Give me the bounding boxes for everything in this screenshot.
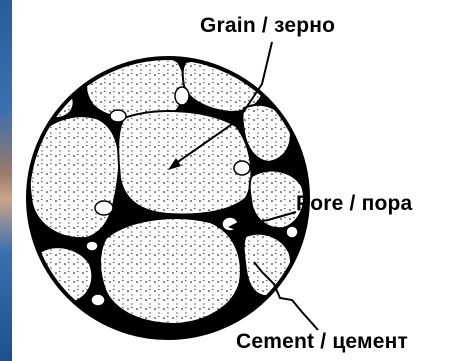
pore-label: Pore / пора bbox=[296, 192, 412, 216]
pore-space bbox=[110, 110, 126, 122]
grain-particle bbox=[100, 218, 241, 324]
pore-space bbox=[175, 87, 189, 105]
pore-space bbox=[86, 241, 98, 251]
grain-label: Grain / зерно bbox=[200, 14, 335, 38]
cement-label: Cement / цемент bbox=[236, 330, 408, 354]
grain-particle bbox=[244, 234, 291, 296]
pore-space bbox=[91, 294, 105, 306]
pore-space bbox=[286, 226, 298, 238]
grain-particle bbox=[118, 111, 251, 214]
pore-space bbox=[95, 201, 113, 215]
pore-space bbox=[234, 161, 250, 175]
